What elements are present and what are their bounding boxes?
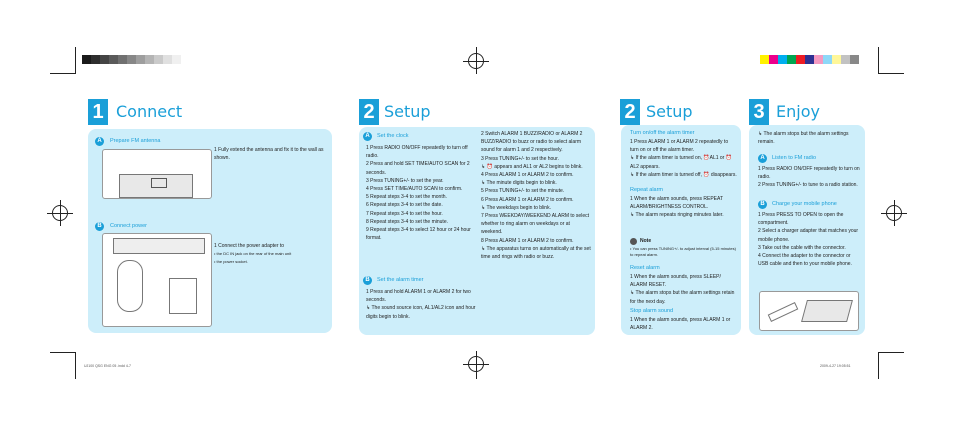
intro-text: ↳ The alarm stops but the alarm settings… [758,131,849,146]
phone-shape [767,302,799,322]
stop-alarm-steps: 1 When the alarm sounds, press ALARM 1 o… [630,317,731,332]
subsection-label: Turn on/off the alarm timer [630,130,695,136]
unit-top-shape [113,238,205,254]
subsection-label: Connect power [110,223,147,229]
note-text: • You can press TUNING+/- to adjust inte… [630,246,736,257]
registration-mark [47,200,73,226]
alarm-steps-continued: 2 Switch ALARM 1 BUZZ/RADIO or ALARM 2 B… [481,131,591,261]
jack-shape [151,178,167,188]
crop-mark [50,352,75,353]
charger-unit-shape [801,300,853,322]
step-text: 1 Connect the power adapter to • the DC … [214,243,292,265]
registration-mark [463,351,489,377]
label-b-badge: B [363,276,372,285]
alarm-toggle-steps: 1 Press ALARM 1 or ALARM 2 repeatedly to… [630,139,737,178]
crop-mark [878,352,879,379]
radio-steps: 1 Press RADIO ON/OFF repeatedly to turn … [758,166,860,189]
section-title: Setup [384,102,431,121]
label-a-badge: A [758,154,767,163]
footer-timestamp: 2009-4-27 19:05:51 [820,364,851,368]
subsection-label: Reset alarm [630,265,660,271]
step-number: 1 [88,99,108,125]
grayscale-color-bar [82,55,181,64]
alarm-steps: 1 Press and hold ALARM 1 or ALARM 2 for … [366,289,476,320]
label-a-badge: A [363,132,372,141]
charging-illustration [759,291,859,331]
subsection-label: Repeat alarm [630,187,664,193]
crop-mark [879,73,904,74]
footer-file-name: UJ100 QSG ENG 05 .indd 4-7 [84,364,131,368]
subsection-label: Prepare FM antenna [110,138,161,144]
label-b-badge: B [95,222,104,231]
charge-steps: 1 Press PRESS TO OPEN to open the compar… [758,212,859,268]
crop-mark [879,352,904,353]
enjoy-panel: ↳ The alarm stops but the alarm settings… [749,125,865,335]
crop-mark [50,73,75,74]
subsection-label: Stop alarm sound [630,308,674,314]
subsection-label: Set the alarm timer [377,277,424,283]
label-a-badge: A [95,137,104,146]
crop-mark [878,47,879,74]
power-illustration [102,233,212,327]
note-icon [630,238,637,245]
repeat-alarm-steps: 1 When the alarm sounds, press REPEAT AL… [630,196,724,219]
connect-panel: A Prepare FM antenna 1 Fully extend the … [88,129,332,333]
power-socket-shape [169,278,197,314]
clock-steps: 1 Press RADIO ON/OFF repeatedly to turn … [366,145,471,242]
subsection-label: Listen to FM radio [772,155,817,161]
registration-mark [881,200,907,226]
reset-alarm-steps: 1 When the alarm sounds, press SLEEP/ AL… [630,274,735,305]
step-text: 1 Fully extend the antenna and fix it to… [214,147,324,162]
step-number: 2 [359,99,379,125]
step-number: 3 [749,99,769,125]
registration-mark [463,48,489,74]
antenna-illustration [102,149,212,199]
crop-mark [75,47,76,74]
note-label: Note [640,238,652,244]
subsection-label: Charge your mobile phone [772,201,837,207]
dc-jack-shape [117,260,143,312]
section-title: Enjoy [776,102,820,121]
setup-panel: A Set the clock 1 Press RADIO ON/OFF rep… [359,127,595,335]
section-title: Connect [116,102,183,121]
cmyk-color-bar [760,55,868,64]
step-number: 2 [620,99,640,125]
setup-continued-panel: Turn on/off the alarm timer 1 Press ALAR… [621,125,741,335]
label-b-badge: B [758,200,767,209]
section-title: Setup [646,102,693,121]
subsection-label: Set the clock [377,133,409,139]
crop-mark [75,352,76,379]
